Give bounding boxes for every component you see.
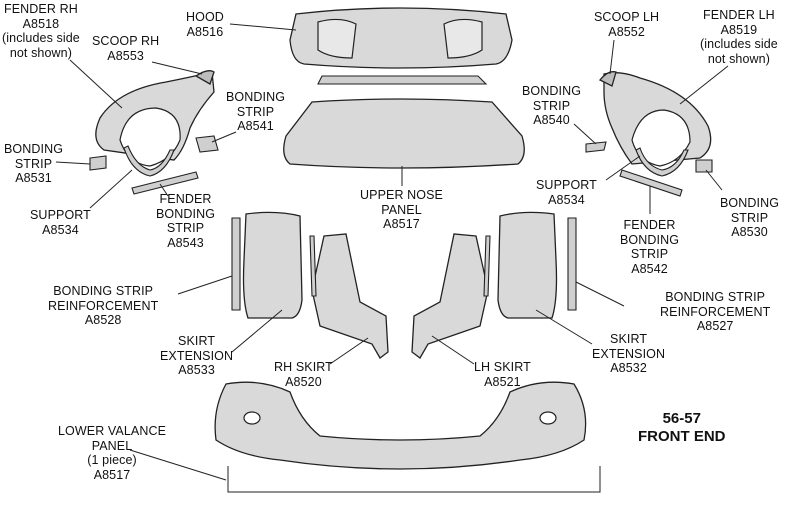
bonding-strip-reinforcement-a8528-part (231, 217, 241, 311)
bonding-strip-a8530-part (695, 159, 713, 173)
fender-lh-part (603, 72, 712, 167)
rh-skirt-part (309, 233, 389, 359)
bonding-strip-a8541-part (195, 135, 219, 153)
skirt-extension-a8533-part (242, 211, 303, 319)
fender-bonding-strip-a8543-part (131, 171, 199, 195)
bonding-strip-a8531-part (89, 155, 107, 171)
hood-bonding-strip (317, 75, 488, 85)
fender-bonding-strip-a8542-part (619, 169, 683, 197)
hood-part (289, 7, 513, 69)
fender-rh-part (95, 71, 215, 167)
leader-lines (55, 23, 729, 481)
support-rh-part (123, 145, 175, 177)
upper-nose-panel-part (283, 98, 525, 169)
lh-skirt-part (411, 233, 491, 359)
support-lh-part (635, 147, 689, 177)
bonding-strip-a8540-part (585, 141, 607, 153)
lower-valance-bracket (227, 466, 601, 493)
skirt-extension-a8532-part (497, 211, 558, 319)
bonding-strip-reinforcement-a8527-part (567, 217, 577, 311)
lower-valance-panel-part (214, 381, 587, 470)
